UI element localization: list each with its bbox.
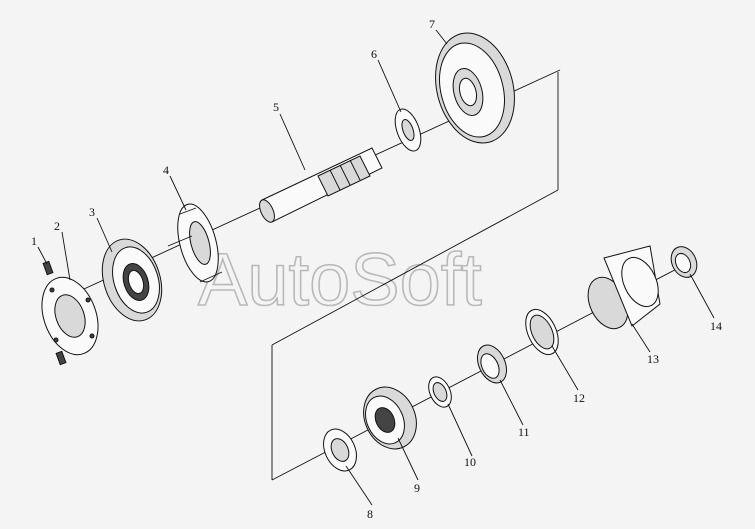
part-8-washer [323,428,357,472]
part-11-synchro-ring [476,344,508,384]
part-10-ring [428,376,452,408]
leader-lines [37,29,715,506]
callouts: 1 2 3 4 5 6 7 8 9 10 11 12 13 14 [31,17,722,521]
part-4-carrier [167,203,223,283]
callout-14: 14 [710,319,722,333]
part-12-snap-ring [525,308,559,356]
callout-2: 2 [54,219,60,233]
callout-12: 12 [573,391,585,405]
callout-4: 4 [163,163,169,177]
part-14-nut [670,246,698,278]
callout-7: 7 [429,17,435,31]
callout-3: 3 [89,205,95,219]
part-5-shaft [259,147,383,223]
callout-11: 11 [518,425,530,439]
callout-13: 13 [647,352,659,366]
callout-1: 1 [31,234,37,248]
part-6-washer [394,108,422,152]
part-3-gear-ring [101,238,163,322]
callout-10: 10 [464,455,476,469]
callout-9: 9 [414,481,420,495]
callout-6: 6 [371,47,377,61]
part-7-large-gear [435,32,515,144]
callout-8: 8 [367,507,373,521]
part-2-cover [41,276,99,356]
part-9-bearing [363,386,417,450]
callout-5: 5 [273,100,279,114]
part-13-flange [587,245,661,330]
